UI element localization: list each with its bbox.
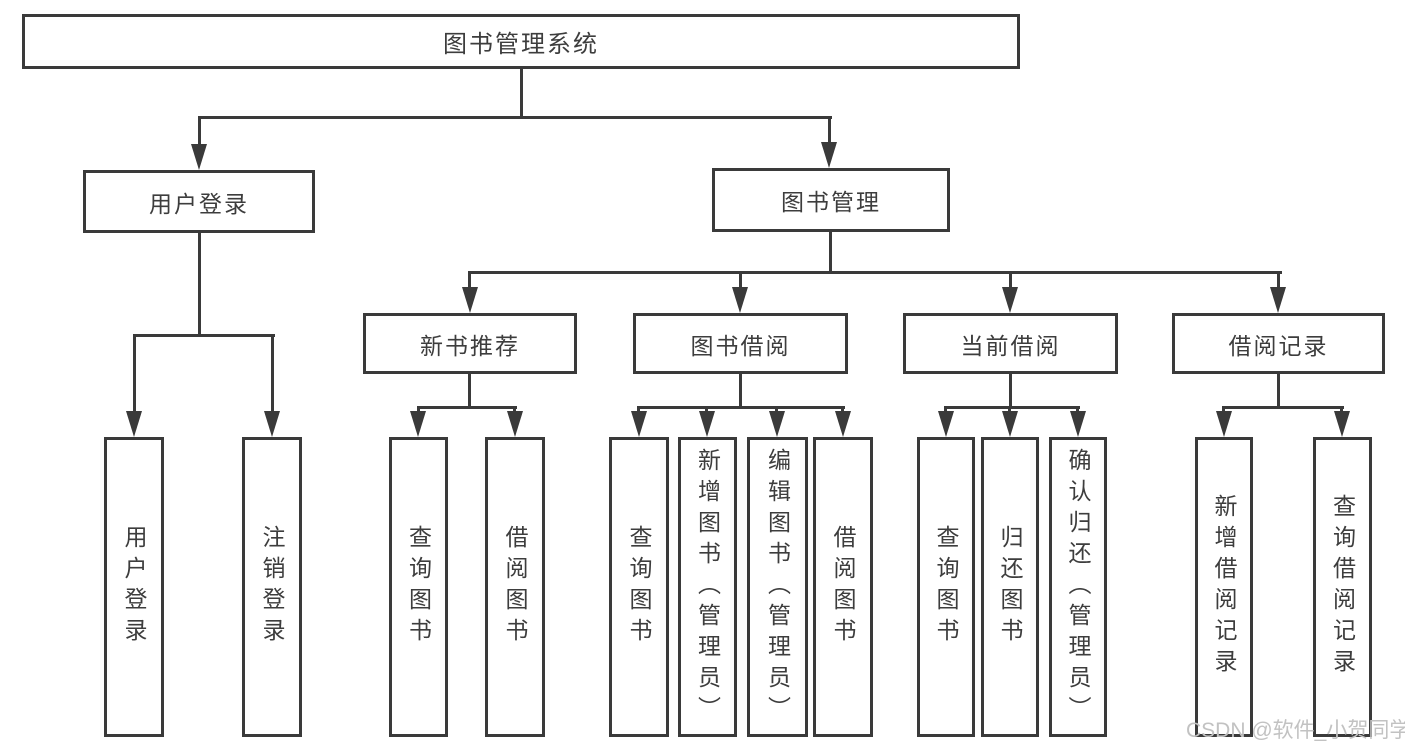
connector-borrow-records-stem: [1277, 374, 1280, 409]
leaf-logout-label: 注销登录: [259, 525, 285, 649]
leaf-query-borrow-record: 查询借阅记录: [1313, 437, 1372, 737]
arrowhead-borrow-book-2: [835, 411, 851, 437]
arrowhead-borrow-book-1: [507, 411, 523, 437]
arrowhead-query-book-2: [631, 411, 647, 437]
arrowhead-current-borrow: [1002, 287, 1018, 313]
connector-drop-query-book-3: [944, 406, 947, 414]
leaf-return-book-label: 归还图书: [997, 525, 1023, 649]
leaf-add-borrow-record-label: 新增借阅记录: [1211, 494, 1237, 680]
watermark: CSDN @软件_小贺同学: [1186, 719, 1405, 742]
node-current-borrow: 当前借阅: [903, 313, 1118, 374]
leaf-query-borrow-record-label: 查询借阅记录: [1329, 494, 1356, 680]
connector-current-borrow-hline: [944, 406, 1080, 409]
connector-drop-borrow-book-2: [841, 406, 844, 414]
leaf-edit-book-label: 编辑图书（管理员）: [764, 447, 791, 727]
connector-drop-borrow-book-1: [513, 406, 516, 414]
node-borrow-records-label: 借阅记录: [1228, 332, 1329, 359]
node-book-borrow-label: 图书借阅: [690, 332, 791, 359]
node-book-borrow: 图书借阅: [633, 313, 848, 374]
arrowhead-new-book-rec: [462, 287, 478, 313]
leaf-add-book-label: 新增图书（管理员）: [694, 447, 721, 727]
arrowhead-edit-book: [769, 411, 785, 437]
connector-drop-add-borrow-record: [1222, 406, 1225, 414]
leaf-confirm-return-label: 确认归还（管理员）: [1065, 447, 1091, 727]
leaf-query-book-2: 查询图书: [609, 437, 669, 737]
node-new-book-rec-label: 新书推荐: [420, 332, 520, 359]
leaf-query-book-3-label: 查询图书: [933, 525, 959, 649]
leaf-query-book-3: 查询图书: [917, 437, 975, 737]
leaf-borrow-book-2: 借阅图书: [813, 437, 873, 737]
node-root-label: 图书管理系统: [443, 31, 599, 58]
arrowhead-borrow-records: [1270, 287, 1286, 313]
arrowhead-query-book-1: [410, 411, 426, 437]
leaf-return-book: 归还图书: [981, 437, 1039, 737]
leaf-borrow-book-2-label: 借阅图书: [830, 525, 856, 649]
arrowhead-add-book: [699, 411, 715, 437]
connector-drop-query-borrow-record: [1340, 406, 1343, 414]
arrowhead-confirm-return: [1070, 411, 1086, 437]
connector-book-borrow-hline: [637, 406, 845, 409]
leaf-query-book-1-label: 查询图书: [405, 525, 432, 649]
arrowhead-query-book-3: [938, 411, 954, 437]
arrowhead-user-login: [191, 144, 207, 170]
connector-root-stem: [520, 69, 523, 119]
connector-drop-confirm-return: [1076, 406, 1079, 414]
connector-drop-leaf-user-login: [133, 334, 136, 415]
connector-drop-borrow-records: [1277, 271, 1280, 291]
connector-user-login-stem: [198, 233, 201, 337]
leaf-add-book: 新增图书（管理员）: [678, 437, 737, 737]
node-new-book-rec: 新书推荐: [363, 313, 577, 374]
leaf-query-book-2-label: 查询图书: [626, 525, 652, 649]
arrowhead-book-mgmt: [821, 142, 837, 168]
node-book-mgmt-label: 图书管理: [781, 189, 881, 215]
arrowhead-book-borrow: [732, 287, 748, 313]
connector-current-borrow-stem: [1009, 374, 1012, 409]
connector-drop-query-book-2: [637, 406, 640, 414]
connector-drop-book-borrow: [739, 271, 742, 291]
connector-drop-new-book-rec: [468, 271, 471, 291]
node-book-mgmt: 图书管理: [712, 168, 950, 232]
connector-drop-current-borrow: [1009, 271, 1012, 291]
connector-drop-edit-book: [775, 406, 778, 414]
connector-level1-hline: [198, 116, 832, 119]
leaf-user-login: 用户登录: [104, 437, 164, 737]
connector-book-mgmt-stem: [829, 232, 832, 274]
node-root: 图书管理系统: [22, 14, 1020, 69]
arrowhead-leaf-user-login: [126, 411, 142, 437]
connector-new-book-rec-hline: [417, 406, 517, 409]
arrowhead-query-borrow-record: [1334, 411, 1350, 437]
leaf-add-borrow-record: 新增借阅记录: [1195, 437, 1253, 737]
connector-level2-hline: [468, 271, 1282, 274]
connector-drop-book-mgmt: [828, 116, 831, 146]
arrowhead-leaf-logout: [264, 411, 280, 437]
connector-borrow-records-hline: [1222, 406, 1344, 409]
arrowhead-add-borrow-record: [1216, 411, 1232, 437]
leaf-edit-book: 编辑图书（管理员）: [747, 437, 808, 737]
leaf-borrow-book-1: 借阅图书: [485, 437, 545, 737]
connector-book-borrow-stem: [739, 374, 742, 409]
node-current-borrow-label: 当前借阅: [960, 332, 1061, 359]
leaf-logout: 注销登录: [242, 437, 302, 737]
node-user-login: 用户登录: [83, 170, 315, 233]
leaf-query-book-1: 查询图书: [389, 437, 448, 737]
connector-drop-user-login: [198, 116, 201, 148]
arrowhead-return-book: [1002, 411, 1018, 437]
connector-drop-leaf-logout: [271, 334, 274, 415]
connector-user-login-hline: [133, 334, 275, 337]
leaf-user-login-label: 用户登录: [121, 525, 147, 649]
connector-new-book-rec-stem: [468, 374, 471, 409]
connector-drop-add-book: [705, 406, 708, 414]
connector-drop-query-book-1: [417, 406, 420, 414]
node-user-login-label: 用户登录: [149, 190, 249, 217]
leaf-confirm-return: 确认归还（管理员）: [1049, 437, 1107, 737]
connector-drop-return-book: [1008, 406, 1011, 414]
leaf-borrow-book-1-label: 借阅图书: [502, 525, 528, 649]
node-borrow-records: 借阅记录: [1172, 313, 1385, 374]
